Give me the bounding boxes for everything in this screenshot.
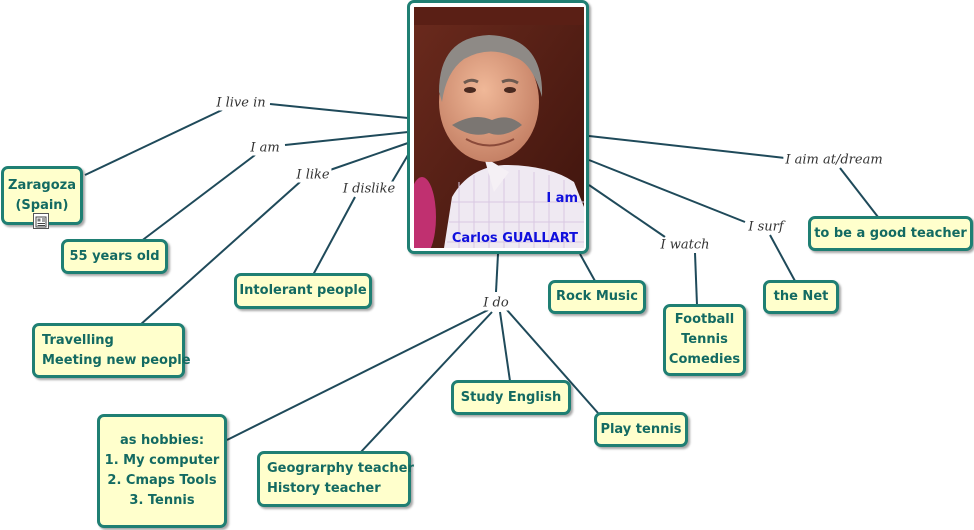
center-caption-i-am: I am xyxy=(546,191,578,206)
link-label-i-am: I am xyxy=(248,140,282,156)
concept-the-net[interactable]: the Net xyxy=(763,280,839,314)
concept-hobbies-line-2: 1. My computer xyxy=(104,453,220,468)
concept-job[interactable]: Geograrphy teacher History teacher xyxy=(257,451,414,507)
center-caption-name: Carlos GUALLART xyxy=(451,231,578,246)
concept-hobbies-line-1: as hobbies: xyxy=(119,433,205,448)
concept-watch-line-2: Tennis xyxy=(681,332,728,347)
concept-age-text: 55 years old xyxy=(69,248,160,264)
concept-job-line-2: History teacher xyxy=(267,481,381,496)
portrait-photo xyxy=(414,7,584,248)
concept-hobbies-line-3: 2. Cmaps Tools xyxy=(107,473,217,488)
concept-dislikes-text: Intolerant people xyxy=(239,283,367,298)
concept-likes-line-2: Meeting new people xyxy=(42,352,191,368)
link-label-watch: I watch xyxy=(658,237,712,253)
link-label-do: I do xyxy=(481,295,511,311)
center-photo-node[interactable]: I am Carlos GUALLART xyxy=(407,0,589,254)
concept-play-tennis[interactable]: Play tennis xyxy=(594,412,688,447)
link-label-like: I like xyxy=(294,167,332,183)
concept-hobbies-line-4: 3. Tennis xyxy=(129,493,195,508)
concept-study-english[interactable]: Study English xyxy=(451,380,571,415)
link-label-surf: I surf xyxy=(746,219,786,235)
link-label-dislike: I dislike xyxy=(340,181,398,197)
concept-job-line-1: Geograrphy teacher xyxy=(267,461,414,476)
concept-the-net-text: the Net xyxy=(773,289,829,304)
concept-watch-line-3: Comedies xyxy=(668,352,741,367)
concept-rock-music-text: Rock Music xyxy=(556,289,638,304)
concept-rock-music[interactable]: Rock Music xyxy=(548,280,646,314)
link-label-live-in: I live in xyxy=(214,95,268,111)
concept-watch-line-1: Football xyxy=(674,312,735,327)
concept-study-english-text: Study English xyxy=(460,389,562,405)
concept-age[interactable]: 55 years old xyxy=(61,239,168,274)
concept-watch[interactable]: Football Tennis Comedies xyxy=(663,304,746,376)
concept-dream[interactable]: to be a good teacher xyxy=(808,216,973,251)
concept-zaragoza-line-2: (Spain) xyxy=(15,197,69,213)
concept-dislikes[interactable]: Intolerant people xyxy=(234,273,372,309)
concept-play-tennis-text: Play tennis xyxy=(600,421,682,437)
concept-likes-line-1: Travelling xyxy=(42,332,114,348)
link-label-aim: I aim at/dream xyxy=(783,152,885,168)
concept-dream-text: to be a good teacher xyxy=(814,225,967,241)
concept-hobbies[interactable]: as hobbies: 1. My computer 2. Cmaps Tool… xyxy=(97,414,227,528)
concept-zaragoza-line-1: Zaragoza xyxy=(8,177,76,193)
document-icon[interactable] xyxy=(33,213,49,229)
concept-likes[interactable]: Travelling Meeting new people xyxy=(32,323,191,378)
